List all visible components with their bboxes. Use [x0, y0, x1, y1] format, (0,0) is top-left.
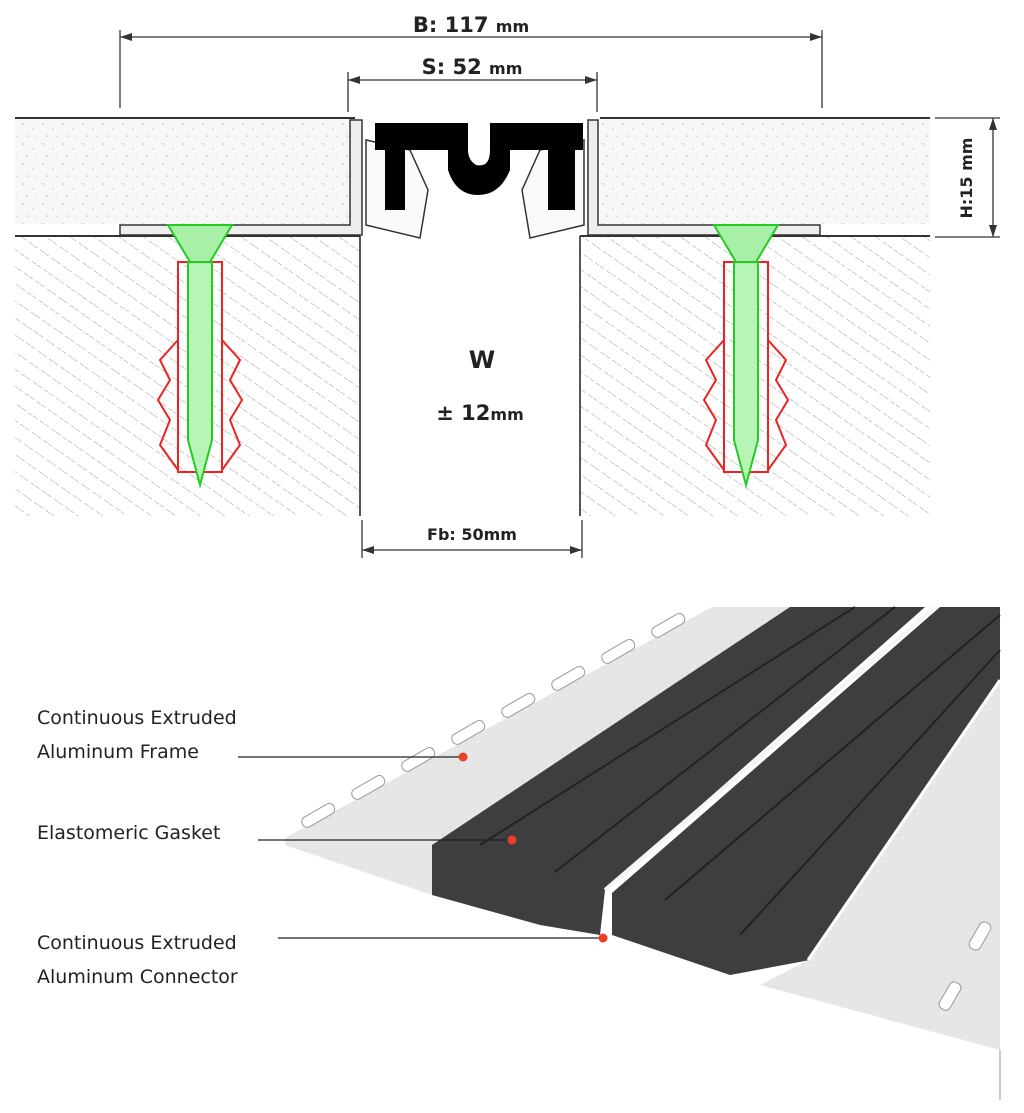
movement-title: W — [469, 346, 495, 374]
aluminum-frame-left — [119, 119, 363, 236]
anchor-left — [156, 224, 244, 489]
anchor-right — [702, 224, 790, 489]
dimension-b: B: 117 mm — [413, 13, 529, 37]
elastomeric-gasket-section — [375, 123, 583, 210]
callout-aluminum-frame: Continuous Extruded Aluminum Frame — [37, 707, 237, 763]
aluminum-frame-left-3d — [285, 607, 795, 895]
dimension-s: S: 52 mm — [422, 55, 523, 79]
dimension-fb: Fb: 50mm — [427, 525, 517, 544]
aluminum-frame-right-3d — [760, 680, 1000, 1050]
callout-dot-gasket — [507, 835, 517, 845]
callout-dot-frame — [458, 752, 468, 762]
aluminum-frame-right — [587, 119, 821, 236]
callout-elastomeric-gasket: Elastomeric Gasket — [37, 822, 221, 844]
gasket-right-3d — [612, 607, 1000, 975]
callout-aluminum-connector: Continuous Extruded Aluminum Connector — [37, 932, 238, 988]
callout-dot-connector — [598, 933, 608, 943]
product-view — [238, 605, 1002, 1100]
section-drawing: B: 117 mm S: 52 mm H:15 mm W ± 12mm Fb: … — [15, 13, 1000, 558]
floor-finish-left — [15, 118, 355, 224]
floor-finish-right — [600, 118, 930, 224]
gasket-left-3d — [432, 607, 925, 935]
dimension-h: H:15 mm — [957, 138, 976, 219]
movement-value: ± 12mm — [436, 401, 523, 425]
